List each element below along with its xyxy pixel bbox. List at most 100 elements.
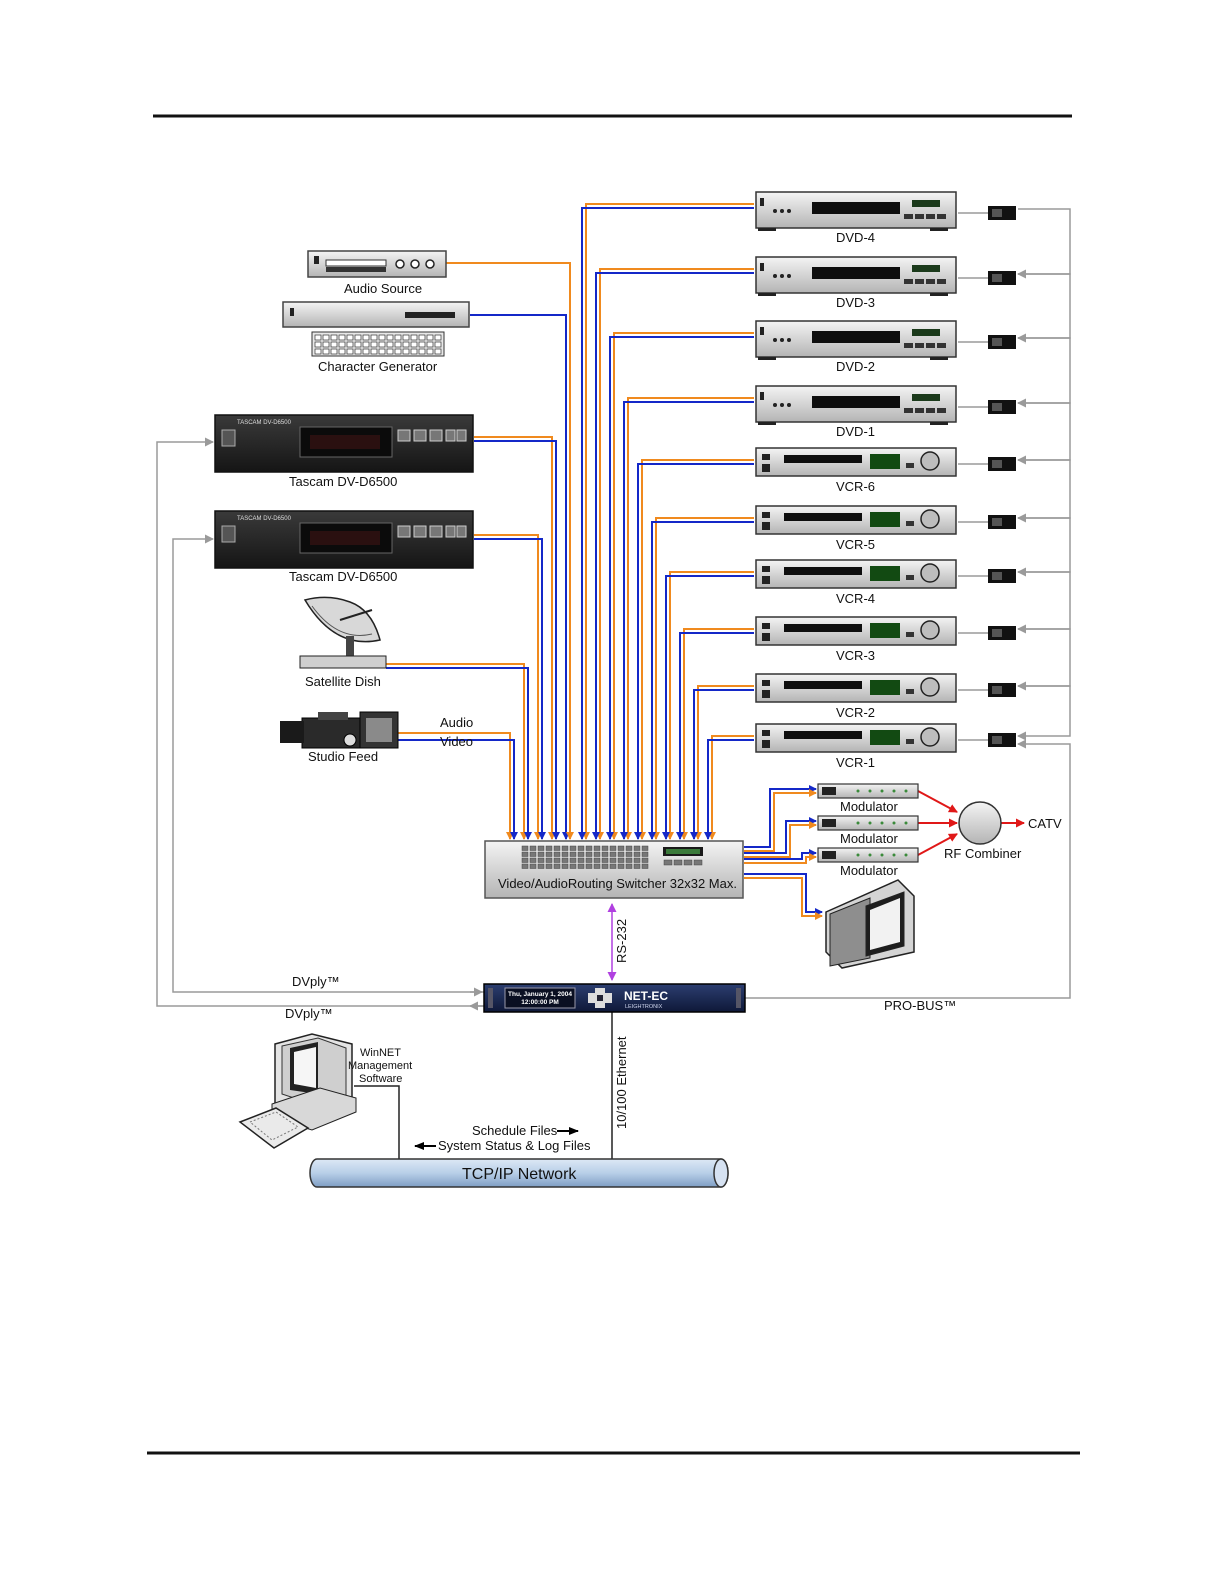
switcher-button [537, 851, 545, 857]
switcher-button [609, 845, 617, 851]
controller-date: Thu, January 1, 2004 [508, 991, 572, 998]
foot [758, 228, 776, 231]
control-knob [773, 274, 777, 278]
keyboard-key [402, 334, 410, 341]
modulator-1-device [817, 783, 919, 799]
keyboard-key [394, 334, 402, 341]
switcher-button [609, 863, 617, 869]
switcher-button [601, 857, 609, 863]
power-button [760, 198, 764, 206]
vcr-button [906, 739, 914, 744]
switcher-button [545, 857, 553, 863]
dvd-2-device [755, 320, 957, 360]
modulator-led [880, 789, 884, 793]
jog-dial [920, 509, 940, 529]
control-adapter-port [992, 338, 1002, 346]
switcher-button [617, 863, 625, 869]
dvd-1-device [755, 385, 957, 425]
vcr-6-device [755, 447, 957, 477]
probus-chain [1017, 571, 1071, 634]
switcher-button [545, 863, 553, 869]
keyboard-key [330, 341, 338, 348]
switcher-button [537, 863, 545, 869]
modulator-led [868, 821, 872, 825]
display [870, 680, 900, 695]
dvd-4-label: DVD-4 [836, 230, 875, 245]
control-knob [787, 274, 791, 278]
keyboard-key [370, 348, 378, 355]
probus-chain [1017, 685, 1071, 741]
switcher-to-modulator-1-video [744, 785, 817, 848]
keyboard-key [338, 348, 346, 355]
keyboard-key [426, 341, 434, 348]
tape-slot [784, 681, 862, 689]
jog-dial [920, 677, 940, 697]
probus-chain [1017, 459, 1071, 523]
tascam-2-video-line [474, 538, 546, 840]
vcr-2-device [755, 673, 957, 703]
switcher-button [521, 845, 529, 851]
foot [930, 293, 948, 296]
control-knob [773, 403, 777, 407]
keyboard-key [378, 348, 386, 355]
dvd-2-label: DVD-2 [836, 359, 875, 374]
vcr-1-label: VCR-1 [836, 755, 875, 770]
control-knob [773, 338, 777, 342]
control-knob [787, 403, 791, 407]
keyboard-key [386, 334, 394, 341]
controller-sub-brand: LEIGHTRONIX [625, 1004, 663, 1010]
power-button [762, 566, 770, 572]
switcher-to-modulator-3-audio [744, 853, 817, 864]
keyboard-key [338, 334, 346, 341]
switcher-button [601, 845, 609, 851]
tape-slot [784, 731, 862, 739]
keyboard-key [346, 334, 354, 341]
keyboard-key [410, 334, 418, 341]
keyboard-key [426, 348, 434, 355]
keyboard-key [386, 348, 394, 355]
dvd-2-video-line [606, 336, 754, 840]
modulator-display [822, 787, 836, 795]
switcher-to-monitor-video [744, 873, 823, 916]
control-knob [787, 338, 791, 342]
switcher-button [569, 857, 577, 863]
keyboard-key [418, 334, 426, 341]
jog-dial [920, 620, 940, 640]
switcher-button [601, 851, 609, 857]
modulator-3-device [817, 847, 919, 863]
satellite-dish-icon [299, 596, 387, 669]
switcher-button [569, 863, 577, 869]
display [870, 454, 900, 469]
transport-button [904, 408, 913, 413]
control-adapter-icon [988, 457, 1016, 471]
tascam-2-audio-line [474, 534, 542, 840]
vcr-6-audio-line [638, 459, 754, 840]
catv-label: CATV [1028, 816, 1062, 831]
switcher-button [537, 857, 545, 863]
power-button [762, 512, 770, 518]
display [870, 566, 900, 581]
video-camera-icon [280, 711, 399, 749]
dvd-3-device [755, 256, 957, 296]
switcher-button [561, 845, 569, 851]
keyboard-key [338, 341, 346, 348]
vcr-4-label: VCR-4 [836, 591, 875, 606]
eject-button [762, 633, 770, 641]
switcher-button [633, 851, 641, 857]
keyboard-key [362, 341, 370, 348]
tascam-1-video-line [474, 440, 560, 840]
probus-chain [1017, 208, 1071, 279]
keyboard-key [322, 348, 330, 355]
transport-button [937, 279, 946, 284]
vcr-5-device [755, 505, 957, 535]
audio-source-device [307, 250, 447, 278]
switcher-button [625, 857, 633, 863]
modulator-led [880, 853, 884, 857]
modulator-led [856, 821, 860, 825]
power-button [760, 392, 764, 400]
control-adapter-port [992, 209, 1002, 217]
switcher-button [553, 863, 561, 869]
vcr-5-label: VCR-5 [836, 537, 875, 552]
eject-button [762, 464, 770, 472]
tascam-2-label: Tascam DV-D6500 [289, 569, 397, 584]
